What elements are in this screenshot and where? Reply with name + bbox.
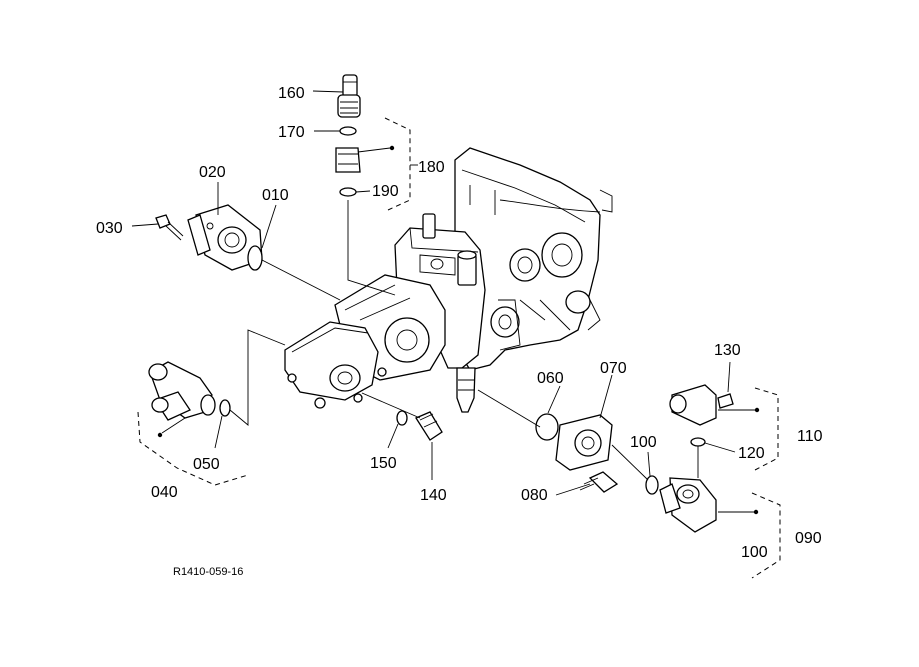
callout-110: 110 xyxy=(797,428,823,445)
callout-labels: 160 170 180 190 020 010 030 130 110 120 … xyxy=(96,85,823,561)
cover-assembly xyxy=(477,374,619,496)
figure-reference: R1410-059-16 xyxy=(173,566,243,578)
callout-170: 170 xyxy=(278,124,305,141)
callout-020: 020 xyxy=(199,164,226,181)
callout-180: 180 xyxy=(418,159,445,176)
callout-040: 040 xyxy=(151,484,178,501)
elbow-fitting-assembly xyxy=(137,329,286,486)
main-housing xyxy=(284,147,613,413)
callout-080: 080 xyxy=(521,487,548,504)
callout-150: 150 xyxy=(370,455,397,472)
plug-assembly xyxy=(361,392,443,480)
callout-070: 070 xyxy=(600,360,627,377)
callout-050: 050 xyxy=(193,456,220,473)
callout-140: 140 xyxy=(420,487,447,504)
callout-100-upper: 100 xyxy=(630,434,657,451)
callout-100-lower: 100 xyxy=(741,544,768,561)
callout-120: 120 xyxy=(738,445,765,462)
relief-valve-assembly xyxy=(312,74,418,296)
elbow-090-assembly xyxy=(611,444,781,579)
callout-060: 060 xyxy=(537,370,564,387)
callout-190: 190 xyxy=(372,183,399,200)
callout-130: 130 xyxy=(714,342,741,359)
callout-160: 160 xyxy=(278,85,305,102)
flange-assembly xyxy=(131,182,341,301)
callout-010: 010 xyxy=(262,187,289,204)
callout-090: 090 xyxy=(795,530,822,547)
elbow-110-assembly xyxy=(669,361,779,478)
callout-030: 030 xyxy=(96,220,123,237)
